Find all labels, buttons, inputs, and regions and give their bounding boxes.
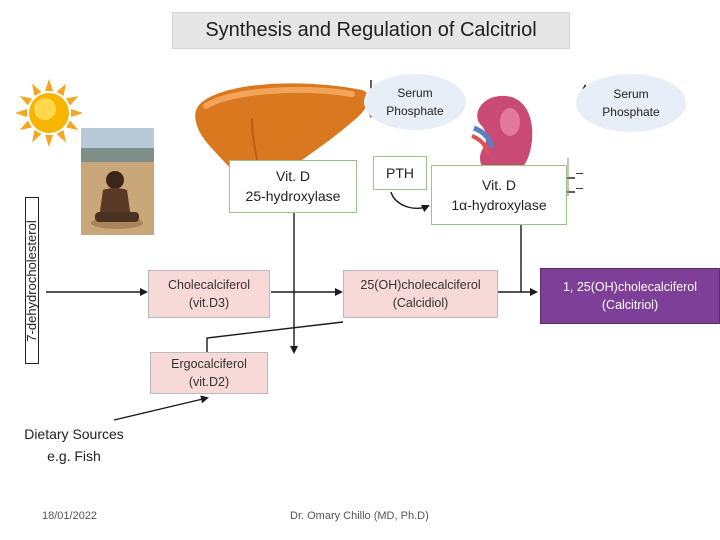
page-title: Synthesis and Regulation of Calcitriol <box>172 12 570 49</box>
inhibition-minus-top: – <box>576 165 584 180</box>
inhibition-minus-bottom: – <box>576 180 584 195</box>
slide-date: 18/01/2022 <box>42 510 98 522</box>
calcitriol-box: 1, 25(OH)cholecalciferol (Calcitriol) <box>540 268 720 324</box>
cholecalciferol-box: Cholecalciferol (vit.D3) <box>148 270 270 318</box>
side-label-box <box>25 197 39 364</box>
line-ergocalciferol-merge <box>206 321 344 352</box>
sun-icon <box>16 79 82 147</box>
calcidiol-box: 25(OH)cholecalciferol (Calcidiol) <box>343 270 498 318</box>
arrow-dietary-to-ergocalciferol <box>113 395 209 421</box>
slide-author: Dr. Omary Chillo (MD, Ph.D) <box>290 510 429 522</box>
side-label: 7-dehydrocholesterol <box>24 220 39 342</box>
child-on-beach-photo <box>81 128 154 235</box>
pth-box: PTH <box>373 156 427 190</box>
enzyme-1a-hydroxylase: Vit. D 1α-hydroxylase <box>431 165 567 225</box>
serum-phosphate-left: Serum Phosphate <box>364 74 466 130</box>
kidney-icon <box>471 95 533 178</box>
serum-phosphate-right: Serum Phosphate <box>576 74 686 132</box>
dietary-sources-label: Dietary Sources e.g. Fish <box>24 426 124 464</box>
enzyme-25-hydroxylase: Vit. D 25-hydroxylase <box>229 160 357 213</box>
arrow-pth-to-1a-hydroxylase <box>390 191 430 213</box>
ergocalciferol-box: Ergocalciferol (vit.D2) <box>150 352 268 394</box>
